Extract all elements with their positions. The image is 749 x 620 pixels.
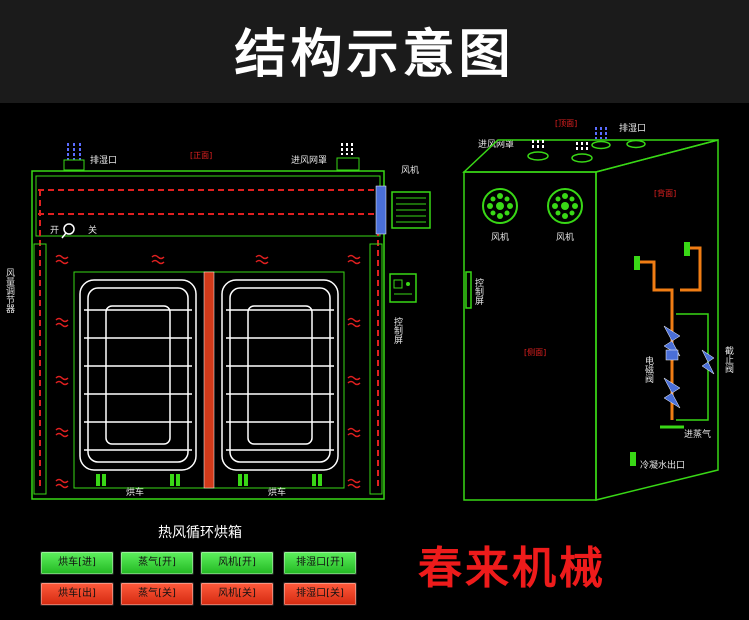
heat-wave-icon — [55, 317, 69, 328]
back-view-label: [背面] — [654, 188, 676, 198]
cart-out-button[interactable]: 烘车[出] — [40, 582, 114, 606]
page-title: 结构示意图 — [234, 25, 515, 85]
heat-wave-icon — [347, 254, 361, 265]
damper-handle-icon — [61, 223, 75, 239]
exhaust-airflow-icon — [595, 127, 607, 139]
cart-in-button[interactable]: 烘车[进] — [40, 551, 114, 575]
control-panel-icon — [389, 273, 417, 303]
damper-close-label: 关 — [88, 224, 97, 236]
fan-1-icon — [482, 188, 518, 224]
control-screen-icon — [465, 271, 472, 309]
drying-cart-2-label: 烘车 — [268, 486, 286, 498]
heat-wave-icon — [55, 254, 69, 265]
top-ports — [527, 139, 646, 163]
oven-body — [31, 170, 385, 500]
control-screen-label: 控制屏 — [473, 277, 484, 306]
structure-diagram: [正面] 排湿口 进风网罩 — [4, 119, 734, 501]
control-panel-label: 控制屏 — [392, 316, 403, 345]
drying-cart-1-label: 烘车 — [126, 486, 144, 498]
pipe-flange-icon — [634, 256, 640, 270]
stop-valve-icon — [701, 349, 715, 375]
steam-inlet-label: 进蒸气 — [684, 428, 711, 440]
heat-wave-icon — [347, 317, 361, 328]
drying-cart-2 — [221, 279, 339, 471]
cart-1-wheels — [96, 474, 180, 486]
cart-2-wheels — [238, 474, 322, 486]
side-view-label: [侧面] — [524, 347, 546, 357]
fan-off-button[interactable]: 风机[关] — [200, 582, 274, 606]
fan-1-label: 风机 — [491, 231, 509, 243]
front-view-label: [正面] — [190, 151, 212, 160]
right-heater-column — [369, 243, 383, 495]
stop-valve-label: 截止阀 — [723, 345, 734, 374]
steam-on-button[interactable]: 蒸气[开] — [120, 551, 194, 575]
heat-wave-icon — [55, 427, 69, 438]
condensate-outlet-label: 冷凝水出口 — [640, 459, 685, 471]
solenoid-valve-icon — [663, 325, 681, 409]
fan-2-icon — [547, 188, 583, 224]
heat-wave-icon — [151, 254, 165, 265]
fan-2-label: 风机 — [556, 231, 574, 243]
exhaust-port-label-2: 排湿口 — [619, 122, 646, 134]
steam-off-button[interactable]: 蒸气[关] — [120, 582, 194, 606]
top-view-label: [顶面] — [555, 119, 577, 128]
cabinet-side-face — [595, 139, 719, 501]
pipe-flange-icon — [684, 242, 690, 256]
damper-open-label: 开 — [50, 225, 59, 236]
fan-icon — [375, 185, 431, 235]
exhaust-open-button[interactable]: 排湿口[开] — [283, 551, 357, 575]
heat-wave-icon — [347, 478, 361, 489]
brand-logo: 春来机械 — [418, 543, 606, 594]
heat-wave-icon — [55, 478, 69, 489]
fan-on-button[interactable]: 风机[开] — [200, 551, 274, 575]
cabinet-front-face — [463, 171, 597, 501]
air-inlet-cover-label-2: 进风网罩 — [478, 139, 514, 150]
left-heater-column — [33, 243, 47, 495]
solenoid-valve-label: 电磁阀 — [643, 355, 654, 384]
header-bar: 结构示意图 — [0, 0, 749, 103]
front-view: [正面] 排湿口 进风网罩 — [4, 143, 431, 500]
inlet-airflow-icon — [532, 140, 588, 152]
heat-wave-icon — [55, 375, 69, 386]
side-view: [顶面] 进风网罩 排湿口 风机 — [462, 119, 734, 501]
heat-wave-icon — [347, 427, 361, 438]
heat-wave-icon — [255, 254, 269, 265]
center-heater — [203, 271, 215, 489]
heat-wave-icon — [347, 375, 361, 386]
air-inlet-label: 进风网罩 — [291, 155, 327, 166]
exhaust-port-icon — [63, 143, 85, 171]
diagram-subtitle: 热风循环烘箱 — [158, 525, 242, 541]
condensate-pipe-icon — [630, 452, 636, 466]
fan-label: 风机 — [401, 164, 419, 176]
exhaust-port-label: 排湿口 — [90, 154, 117, 166]
exhaust-close-button[interactable]: 排湿口[关] — [283, 582, 357, 606]
heat-wave-icons — [55, 254, 361, 489]
drying-cart-1 — [79, 279, 197, 471]
air-regulator-label: 风量调节器 — [4, 268, 15, 313]
air-inlet-icon — [336, 143, 360, 171]
